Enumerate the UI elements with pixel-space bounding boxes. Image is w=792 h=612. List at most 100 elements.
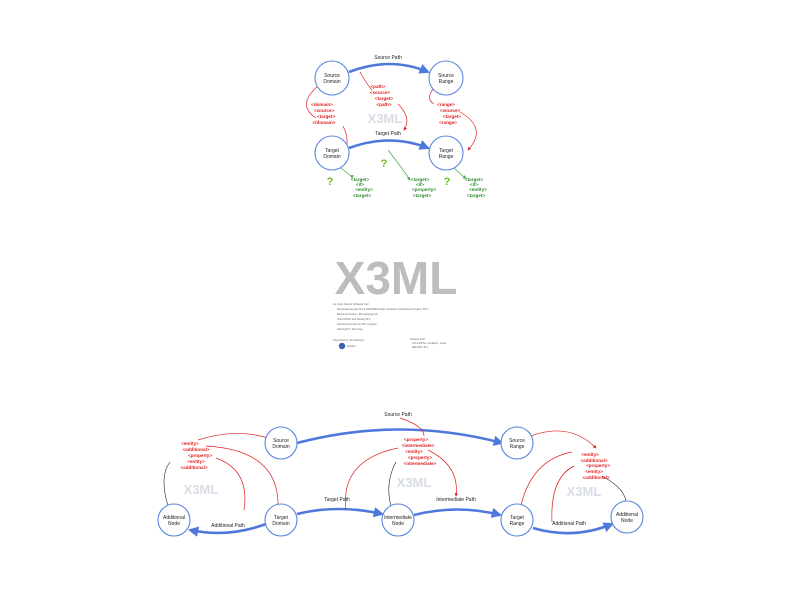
intermediate-node: Intermediate Node <box>381 503 415 537</box>
bottom-target-domain-node: Target Domain <box>264 503 298 537</box>
right-tag-curve-left <box>519 451 573 511</box>
svg-text:Target: Target <box>325 148 340 154</box>
path-tags: <path> <source> <target> <path> <box>370 84 394 107</box>
svg-text:Intermediate: Intermediate <box>384 515 412 521</box>
svg-text:<intermediate>: <intermediate> <box>402 443 435 448</box>
svg-text:Target: Target <box>510 515 525 521</box>
bottom-watermark-mid: X3ML <box>397 475 432 490</box>
svg-text:<entity>: <entity> <box>181 441 199 446</box>
svg-text:<entity>: <entity> <box>405 449 423 454</box>
right-caption: Support from: <box>410 337 426 341</box>
top-target-domain-node: Target Domain <box>314 135 350 171</box>
svg-text:<path>: <path> <box>376 102 391 107</box>
svg-text:</domain>: </domain> <box>313 120 336 125</box>
svg-text:<additional>: <additional> <box>182 447 209 452</box>
svg-text:<target>: <target> <box>413 193 431 198</box>
question-icon-mid: ? <box>381 158 388 170</box>
svg-text:<target>: <target> <box>317 114 335 119</box>
question-icon-left: ? <box>327 176 334 188</box>
bottom-source-domain-node: Source Domain <box>264 426 298 460</box>
svg-text:<domain>: <domain> <box>311 102 333 107</box>
domain-tags: <domain> <source> <target> </domain> <box>311 102 336 125</box>
left-tag-curve-top <box>197 433 269 441</box>
svg-text:Source: Source <box>273 438 289 444</box>
range-tag-curve-to-target <box>459 111 477 151</box>
credits-block: An Open Source Software Tool Developed a… <box>333 302 447 350</box>
question-icon-right: ? <box>444 176 451 188</box>
bottom-watermark-right: X3ML <box>567 484 602 499</box>
source-path-label: Source Path <box>374 55 402 61</box>
svg-text:<range>: <range> <box>437 102 455 107</box>
right-tag-curve-inner <box>551 465 575 523</box>
bottom-source-path-label: Source Path <box>384 412 412 418</box>
bottom-right-tags: <entity> <additional> <property> <entity… <box>580 452 610 480</box>
bottom-mid-tags: <property> <intermediate> <entity> <prop… <box>402 437 437 466</box>
svg-text:<if>: <if> <box>470 182 478 187</box>
source-path-arrow <box>348 62 430 74</box>
additional-node-left: Additional Node <box>157 503 191 537</box>
top-source-range-node: Source Range <box>428 60 464 96</box>
bottom-target-path-arrow <box>296 507 385 518</box>
additional-path-left-arrow <box>187 522 267 537</box>
mid-tag-curve-top <box>399 417 425 437</box>
svg-text:<source>: <source> <box>440 108 461 113</box>
svg-text:Target: Target <box>274 515 289 521</box>
svg-text:Domain: Domain <box>272 521 289 527</box>
svg-text:Target: Target <box>439 148 454 154</box>
svg-text:<property>: <property> <box>188 453 212 458</box>
green-tags-left: <target> <if> <entity> <target> <box>351 177 373 198</box>
domain-tag-curve <box>306 85 319 119</box>
svg-text:<target>: <target> <box>351 177 369 182</box>
svg-text:ICS-FORTH and Delving B.V.: ICS-FORTH and Delving B.V. <box>337 317 371 321</box>
bottom-diagram: X3ML X3ML X3ML Target Path Intermediate … <box>157 412 644 537</box>
svg-text:<target>: <target> <box>443 114 461 119</box>
svg-text:Range: Range <box>439 79 454 85</box>
svg-text:Additional: Additional <box>616 512 638 518</box>
svg-text:<property>: <property> <box>404 437 428 442</box>
bottom-source-range-node: Source Range <box>500 426 534 460</box>
bottom-target-range-node: Target Range <box>500 503 534 537</box>
svg-text:<additional>: <additional> <box>582 475 609 480</box>
additional-node-right: Additional Node <box>610 500 644 534</box>
svg-text:Node: Node <box>392 521 404 527</box>
svg-text:Domain: Domain <box>323 154 340 160</box>
svg-text:<target>: <target> <box>465 177 483 182</box>
right-tag-curve-top <box>525 430 597 449</box>
bottom-left-tags: <entity> <additional> <property> <entity… <box>180 441 212 470</box>
range-tags: <range> <source> <target> <range> <box>437 102 461 125</box>
svg-text:<target>: <target> <box>375 96 393 101</box>
mid-tag-curve-to-node <box>388 461 397 511</box>
x3ml-title: X3ML <box>335 252 458 304</box>
svg-text:<target>: <target> <box>411 177 429 182</box>
left-tag-curve-inner <box>215 457 246 511</box>
ariadne-logo: ariadne <box>338 342 356 350</box>
intermediate-path-label: Intermediate Path <box>436 497 476 503</box>
svg-text:<additional>: <additional> <box>580 458 607 463</box>
svg-text:Domain: Domain <box>272 444 289 450</box>
svg-text:Delving B.V. Summary: Delving B.V. Summary <box>337 327 364 331</box>
mid-tag-curve-left <box>345 447 399 511</box>
svg-text:<range>: <range> <box>439 120 457 125</box>
left-tag-curve-to-target <box>205 445 280 509</box>
top-diagram: X3ML Source Path Target Path Source Doma… <box>306 55 487 198</box>
svg-text:<entity>: <entity> <box>585 469 603 474</box>
svg-text:<entity>: <entity> <box>581 452 599 457</box>
svg-text:Source: Source <box>438 73 454 79</box>
svg-text:Node: Node <box>621 518 633 524</box>
svg-text:Source: Source <box>509 438 525 444</box>
top-target-range-node: Target Range <box>428 135 464 171</box>
additional-path-right-label: Additional Path <box>552 521 586 527</box>
bottom-source-path-arrow <box>296 428 505 446</box>
svg-text:<source>: <source> <box>314 108 335 113</box>
svg-text:<entity>: <entity> <box>187 459 205 464</box>
svg-text:Additional: Additional <box>163 515 185 521</box>
svg-text:ICS-FORTH, Heraklion, Crete: ICS-FORTH, Heraklion, Crete <box>412 341 447 345</box>
top-watermark: X3ML <box>368 111 403 126</box>
additional-path-left-label: Additional Path <box>211 523 245 529</box>
svg-text:Node: Node <box>168 521 180 527</box>
intermediate-path-arrow <box>413 507 503 518</box>
path-tag-curve <box>359 71 373 91</box>
svg-text:<entity>: <entity> <box>355 187 373 192</box>
left-caption: Supported by the following: <box>333 338 365 342</box>
